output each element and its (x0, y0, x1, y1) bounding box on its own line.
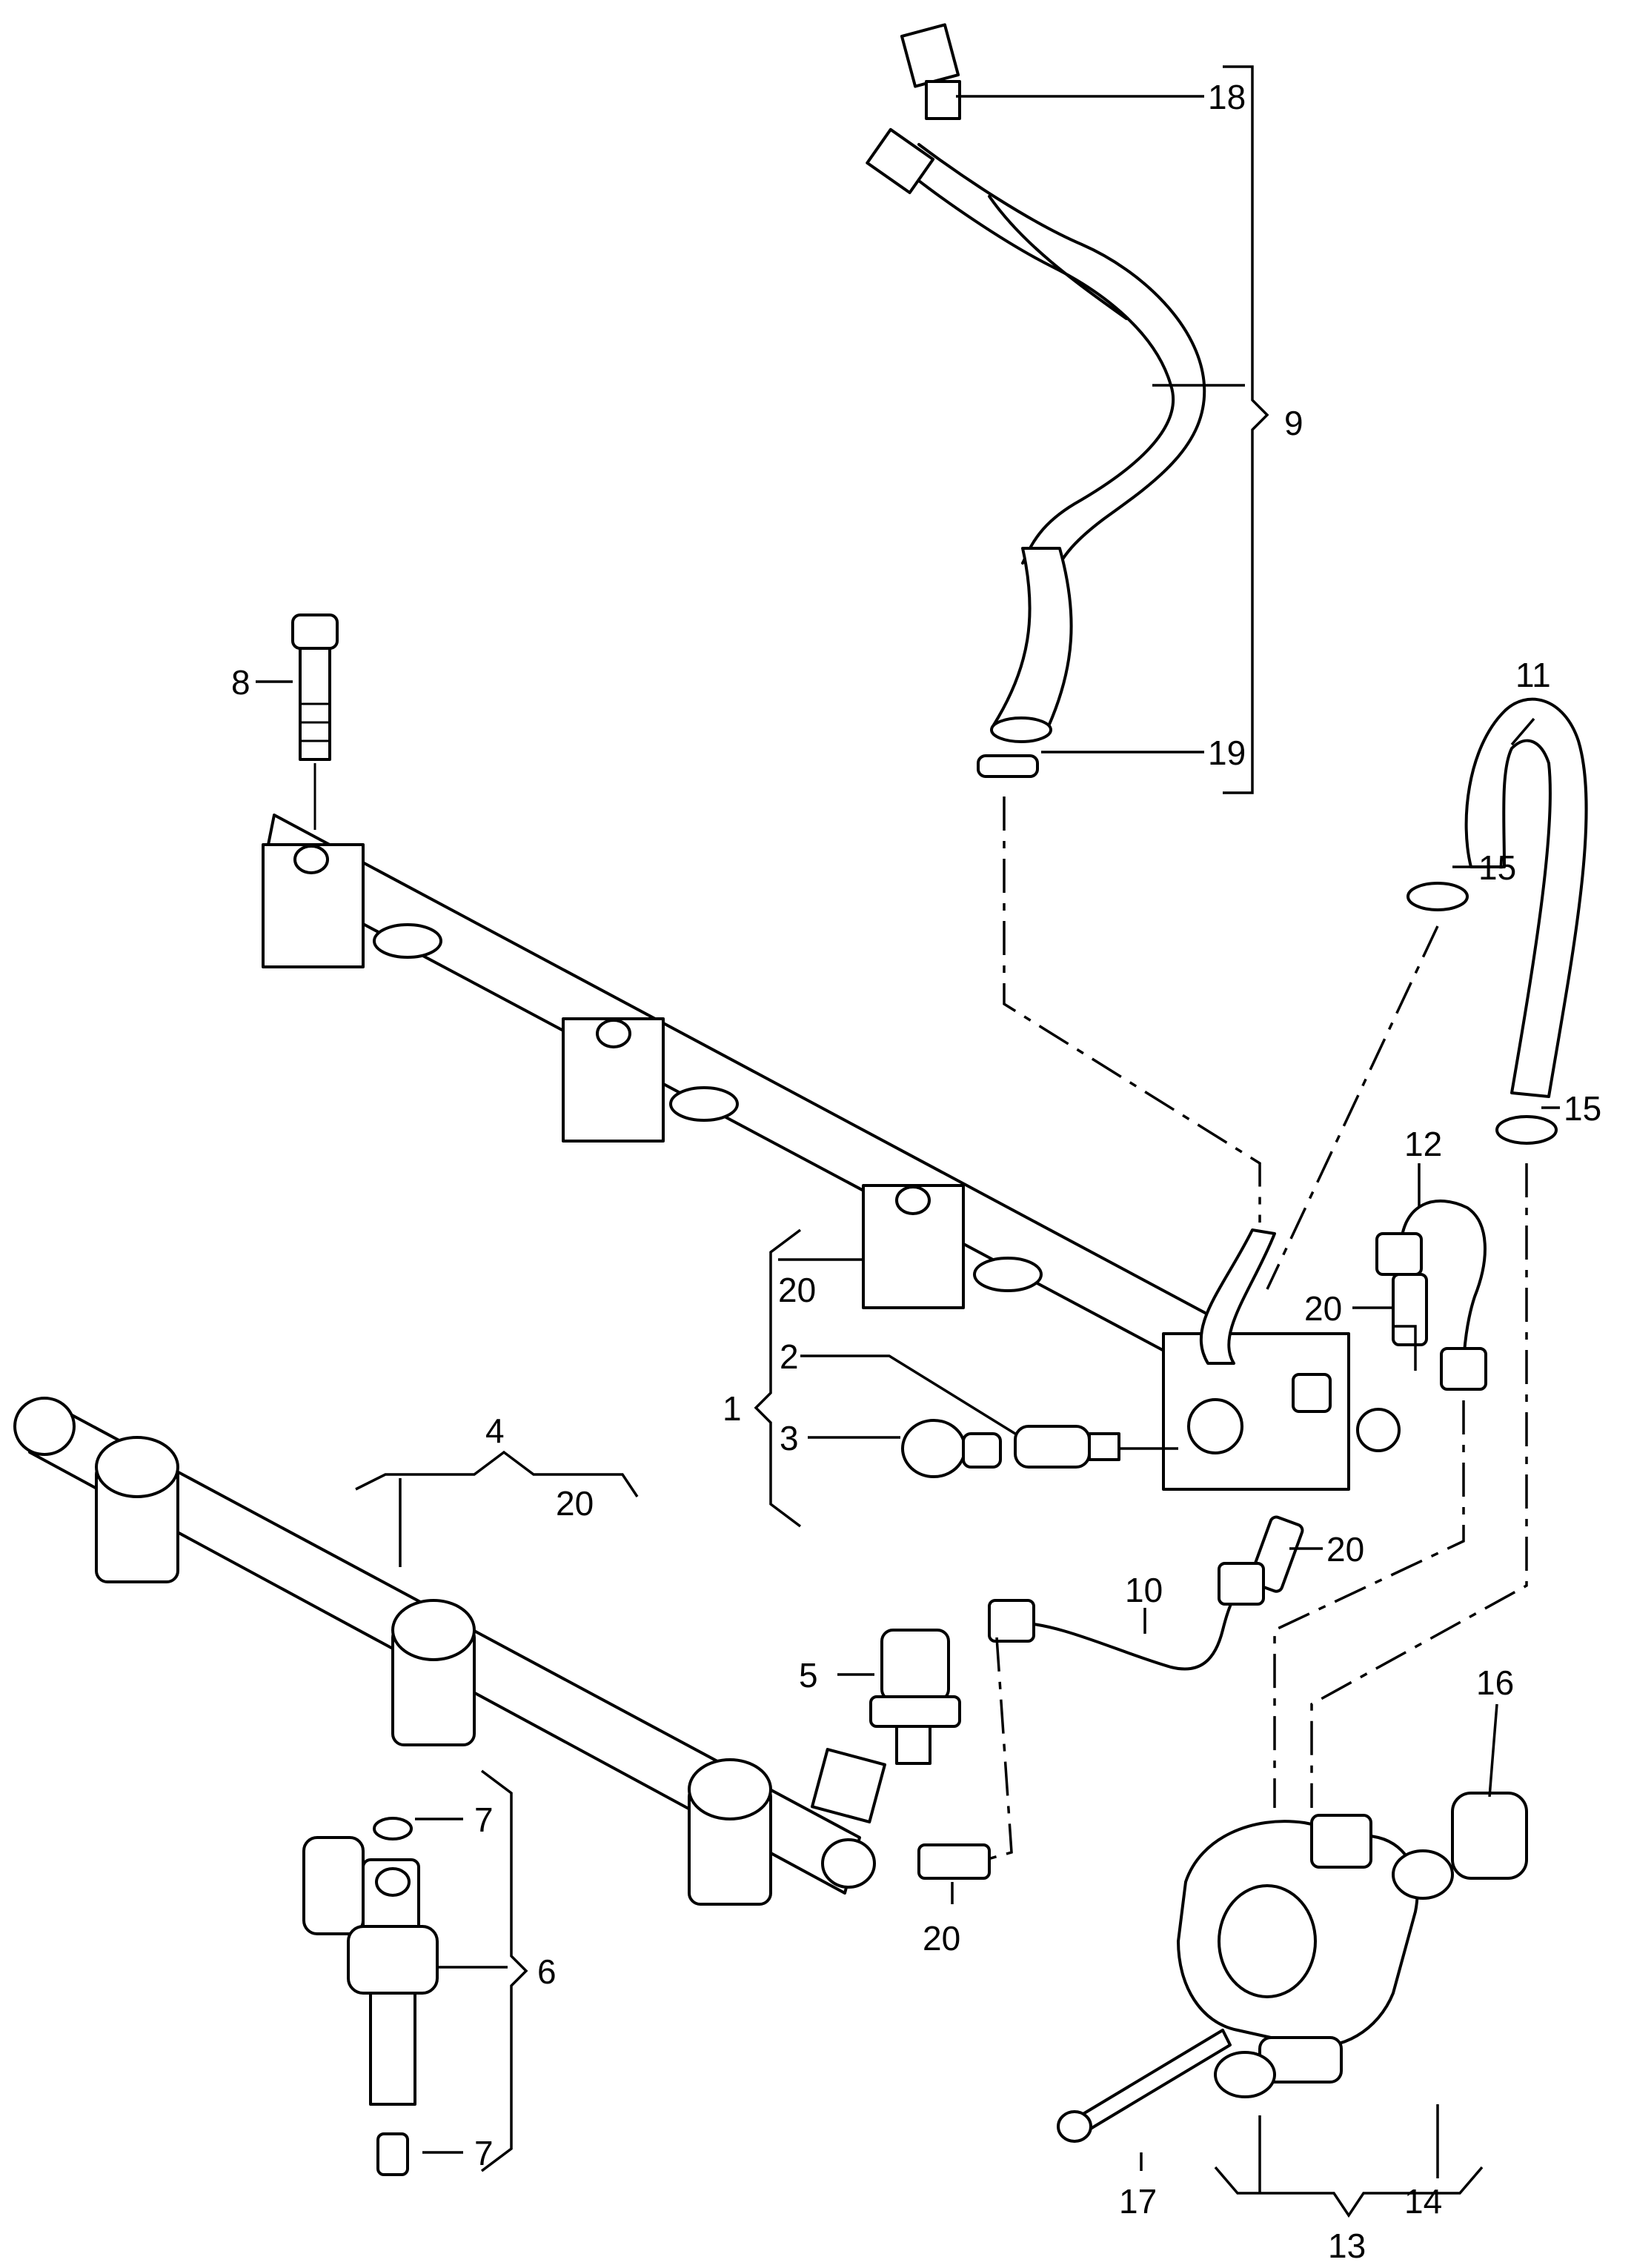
label-10: 10 (1125, 1571, 1163, 1609)
label-12: 12 (1404, 1125, 1442, 1163)
label-20-d: 20 (556, 1484, 594, 1523)
label-1: 1 (723, 1389, 742, 1428)
label-17: 17 (1119, 2182, 1157, 2221)
cam-follower-16 (1451, 1792, 1528, 1880)
upper-fuel-rail (262, 814, 1401, 1491)
label-11: 11 (1515, 656, 1551, 694)
clamp-15-upper (1406, 882, 1469, 911)
label-7-lower: 7 (474, 2134, 494, 2172)
label-20-a: 20 (778, 1271, 816, 1309)
label-5: 5 (799, 1656, 818, 1695)
label-18: 18 (1208, 78, 1246, 116)
seal-14 (1392, 1849, 1454, 1900)
label-3: 3 (780, 1419, 799, 1457)
plug-3 (901, 1419, 1002, 1478)
label-19: 19 (1208, 734, 1246, 772)
bolt-8 (291, 613, 339, 830)
label-8: 8 (231, 663, 250, 702)
clamp-15-lower (1495, 1115, 1558, 1145)
pipe-10 (988, 1562, 1265, 1671)
lower-fuel-rail (13, 1397, 886, 1906)
label-20-b: 20 (1304, 1289, 1342, 1328)
assembly-lines (985, 797, 1528, 1861)
label-15-lower: 15 (1564, 1089, 1601, 1128)
pressure-sender-5 (869, 1629, 961, 1765)
label-2: 2 (780, 1337, 799, 1376)
label-6: 6 (537, 1952, 557, 1991)
seal-7-lower (376, 2132, 409, 2176)
check-valve-2 (1014, 1425, 1120, 1469)
hose-11 (1406, 697, 1588, 1145)
part-number-labels: 18 9 19 8 11 15 15 12 20 1 2 3 20 20 10 … (231, 78, 1601, 2265)
label-13: 13 (1328, 2227, 1366, 2265)
label-14: 14 (1404, 2182, 1442, 2221)
bolt-17 (1073, 2029, 1232, 2135)
callout-lines (256, 65, 1560, 2218)
seal-7-upper (373, 1817, 413, 1840)
label-4: 4 (485, 1411, 505, 1450)
injector-6 (302, 1817, 439, 2176)
label-7-upper: 7 (474, 1800, 494, 1839)
high-pressure-pump-13 (1057, 1792, 1528, 2143)
label-16: 16 (1476, 1663, 1514, 1702)
label-15-upper: 15 (1478, 848, 1516, 887)
label-9: 9 (1284, 404, 1303, 442)
label-20-e: 20 (923, 1919, 960, 1958)
high-pressure-hose-assembly (866, 23, 1206, 778)
label-20-c: 20 (1326, 1530, 1364, 1569)
